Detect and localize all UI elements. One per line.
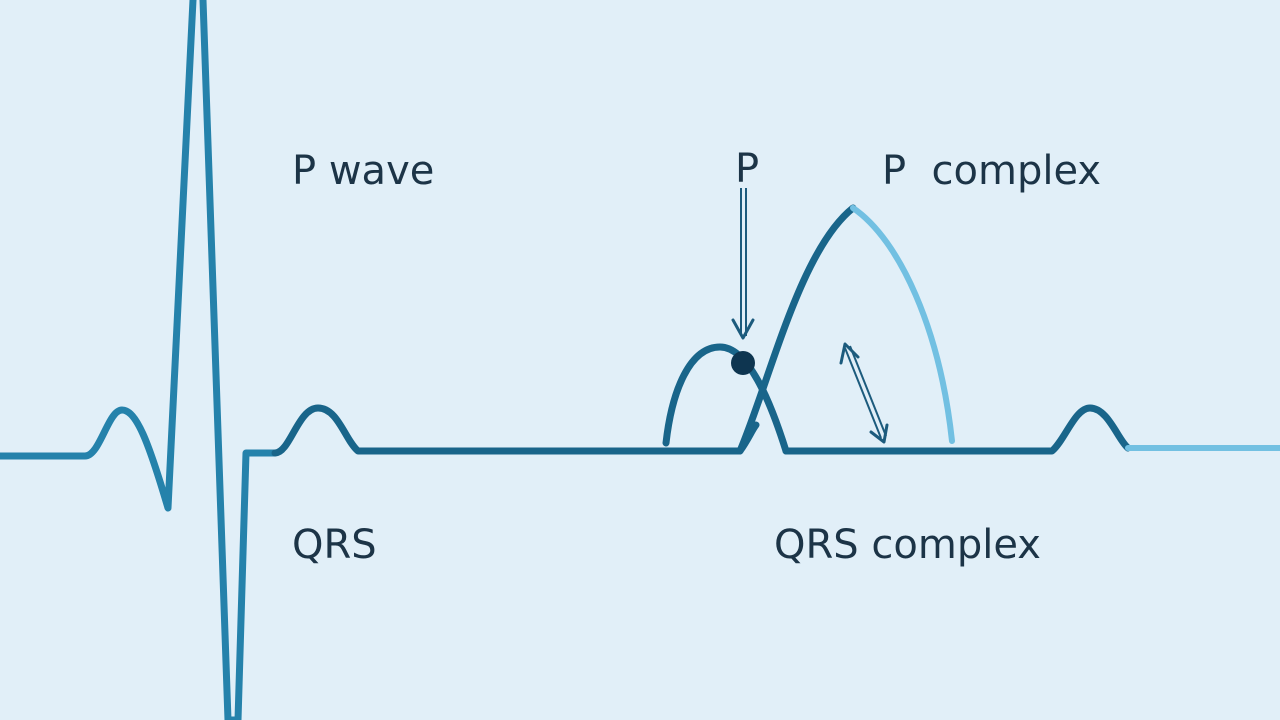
complex-dome-fall xyxy=(850,205,955,444)
ecg-trace-middle xyxy=(271,404,760,457)
ecg-trace-left xyxy=(0,0,279,720)
p-arrow xyxy=(731,188,755,340)
complex-dome-rise xyxy=(736,204,857,455)
p-wave-label: P wave xyxy=(292,148,434,194)
p-complex-label: P complex xyxy=(882,148,1101,194)
qrs-label: QRS xyxy=(292,522,377,568)
amplitude-double-arrow xyxy=(839,342,889,444)
p-dome xyxy=(662,343,790,455)
ecg-trace-right xyxy=(782,404,1132,455)
p-marker-label: P xyxy=(735,146,759,192)
p-marker-dot xyxy=(731,351,755,375)
qrs-complex-label: QRS complex xyxy=(774,522,1041,568)
